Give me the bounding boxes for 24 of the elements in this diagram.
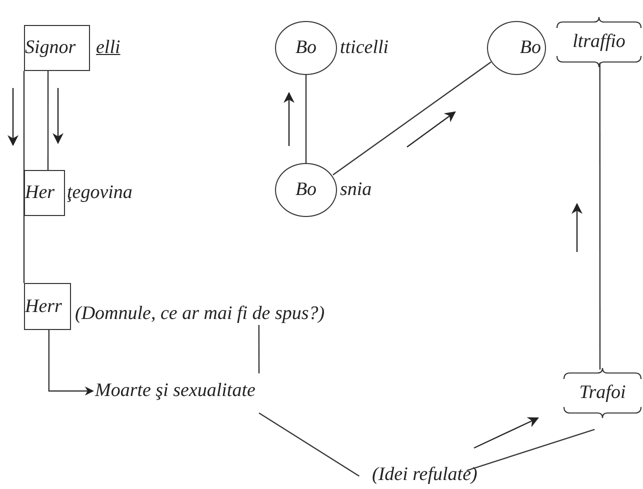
syllable-ellipse: Bo [487,21,546,75]
word-part-text: tticelli [340,37,389,59]
syllable-ellipse: Bo [275,21,337,75]
arrow [48,330,94,396]
connector-line [305,75,307,163]
word-part-text: ţegovina [67,182,132,204]
word-text: Trafoi [579,382,626,404]
connector-line [599,62,601,370]
syllable-box: Herr [24,283,71,330]
connector-line [332,62,492,176]
connector-line [466,428,595,472]
word-part-text: elli [96,37,120,59]
phrase-text: Moarte şi sexualitate [95,380,295,402]
phrase-text: (Domnule, ce ar mai fi de spus?) [75,303,375,325]
phrase-text: (Idei refulate) [372,464,500,486]
word-part-text: snia [340,179,372,201]
connector-line [258,412,360,477]
connector-line [258,325,260,374]
connector-line [47,71,49,170]
connector-line [23,71,25,283]
syllable-ellipse: Bo [275,163,337,217]
syllable-box: Signor [24,25,90,71]
syllable-box: Her [24,170,65,216]
word-text: ltraffio [572,31,626,53]
